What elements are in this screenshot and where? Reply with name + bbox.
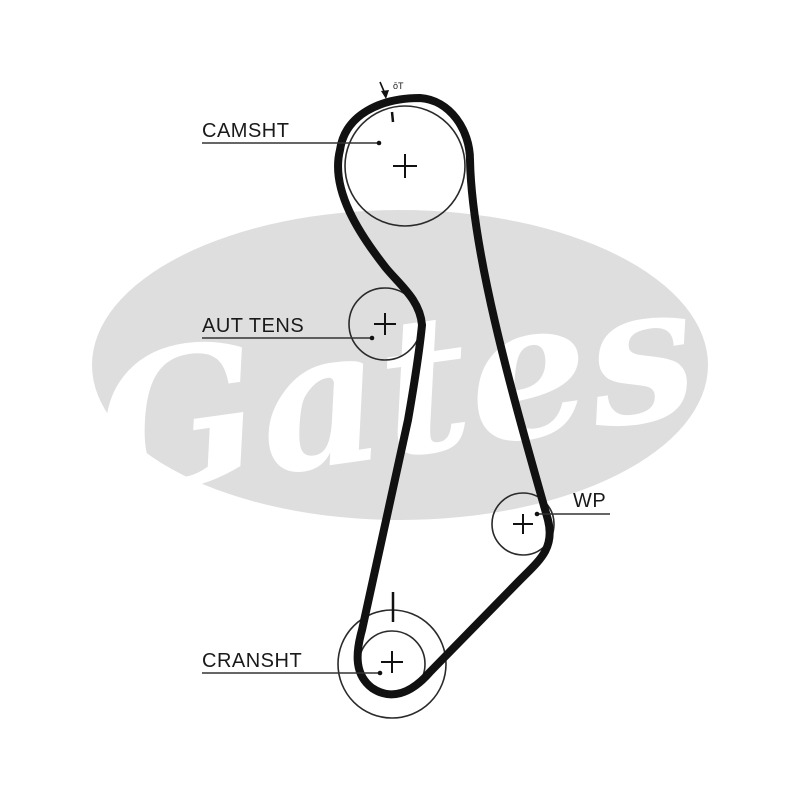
camshaft-label: CAMSHT xyxy=(202,120,289,142)
tensioner-callout: AUT TENS xyxy=(202,315,375,341)
camshaft-pulley xyxy=(344,105,466,227)
timing-belt xyxy=(334,94,554,699)
timing-mark-label: ōT xyxy=(393,81,404,91)
water-pump-pulley xyxy=(491,492,555,556)
water-pump-label: WP xyxy=(573,490,606,512)
water-pump-callout: WP xyxy=(534,490,610,517)
crankshaft-callout: CRANSHT xyxy=(202,650,383,676)
tensioner-label: AUT TENS xyxy=(202,315,304,337)
camshaft-callout: CAMSHT xyxy=(202,120,382,146)
top-dead-center-marker: ōT xyxy=(379,81,404,99)
camshaft-timing-mark xyxy=(390,111,395,123)
crankshaft-label: CRANSHT xyxy=(202,650,302,672)
